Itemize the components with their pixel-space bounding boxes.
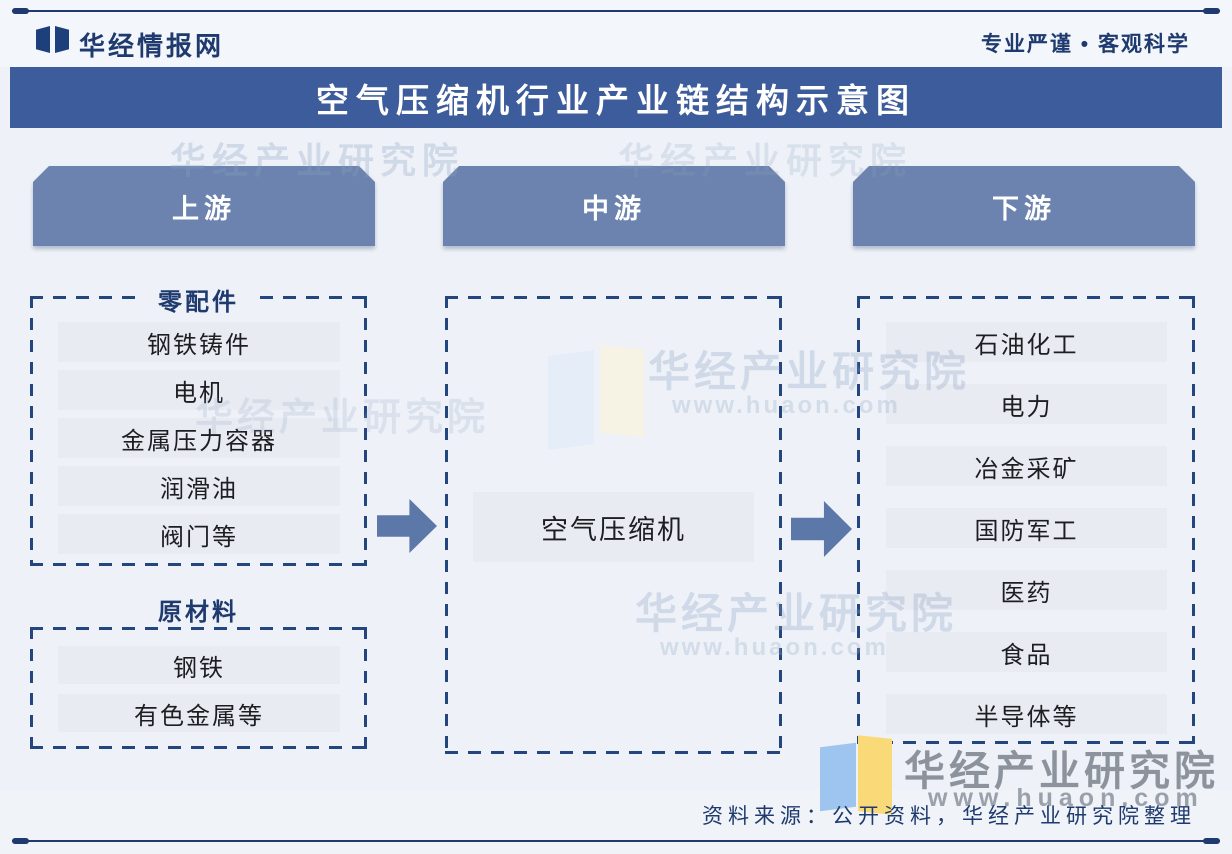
column-header-midstream: 中游 <box>443 166 785 246</box>
brand-slogan: 专业严谨 • 客观科学 <box>980 33 1190 56</box>
title-bar: 空气压缩机行业产业链结构示意图 <box>10 67 1222 128</box>
brand-name: 华经情报网 <box>79 31 225 61</box>
huaon-logo-url: www.huaon.com <box>928 784 1204 812</box>
column-header-midstream-label: 中游 <box>582 193 646 224</box>
top-accent-right-cap <box>1203 8 1220 14</box>
top-accent-left-cap <box>12 8 29 14</box>
chain-item-steel: 钢铁 <box>58 646 340 684</box>
source-note: 资料来源：公开资料，华经产业研究院整理 <box>702 805 1196 828</box>
column-header-downstream: 下游 <box>853 166 1195 246</box>
chain-item-defense-military: 国防军工 <box>886 508 1167 548</box>
chain-item-pressure-vessel: 金属压力容器 <box>58 418 340 458</box>
chain-item-valves: 阀门等 <box>58 514 340 554</box>
bottom-accent-right-cap <box>1203 838 1220 844</box>
chain-item-lubricant: 润滑油 <box>58 466 340 506</box>
chain-item-electric-power: 电力 <box>886 384 1167 424</box>
chain-item-air-compressor: 空气压缩机 <box>473 492 754 562</box>
chain-item-metallurgy-mining: 冶金采矿 <box>886 446 1167 486</box>
column-header-upstream-shape: 上游 <box>33 166 375 246</box>
huajing-logo-icon <box>36 24 69 55</box>
group-label-parts: 零配件 <box>30 282 367 317</box>
logo-left-page <box>36 26 50 53</box>
chain-item-steel-castings: 钢铁铸件 <box>58 322 340 362</box>
logo-right-page <box>55 26 69 53</box>
column-header-downstream-label: 下游 <box>992 193 1056 224</box>
arrow-midstream-to-downstream-icon <box>791 501 852 557</box>
chain-item-petrochemical: 石油化工 <box>886 322 1167 362</box>
column-header-upstream-label: 上游 <box>172 193 236 224</box>
top-accent-line <box>12 10 1220 12</box>
page-title: 空气压缩机行业产业链结构示意图 <box>316 81 916 119</box>
chain-item-semiconductor: 半导体等 <box>886 694 1167 734</box>
arrow-upstream-to-midstream-icon <box>377 499 437 553</box>
huaon-logo-text: 华经产业研究院 <box>904 748 1219 794</box>
column-header-upstream: 上游 <box>33 166 375 246</box>
chain-item-pharmaceutical: 医药 <box>886 570 1167 610</box>
chain-item-electric-motor: 电机 <box>58 370 340 410</box>
bottom-accent-line <box>12 840 1220 842</box>
chain-item-nonferrous-metals: 有色金属等 <box>58 694 340 732</box>
group-label-raw-materials: 原材料 <box>30 592 367 627</box>
chain-item-food: 食品 <box>886 632 1167 672</box>
bottom-accent-left-cap <box>12 838 29 844</box>
column-header-midstream-shape: 中游 <box>443 166 785 246</box>
footer-strip-background <box>0 790 1232 854</box>
column-header-downstream-shape: 下游 <box>853 166 1195 246</box>
